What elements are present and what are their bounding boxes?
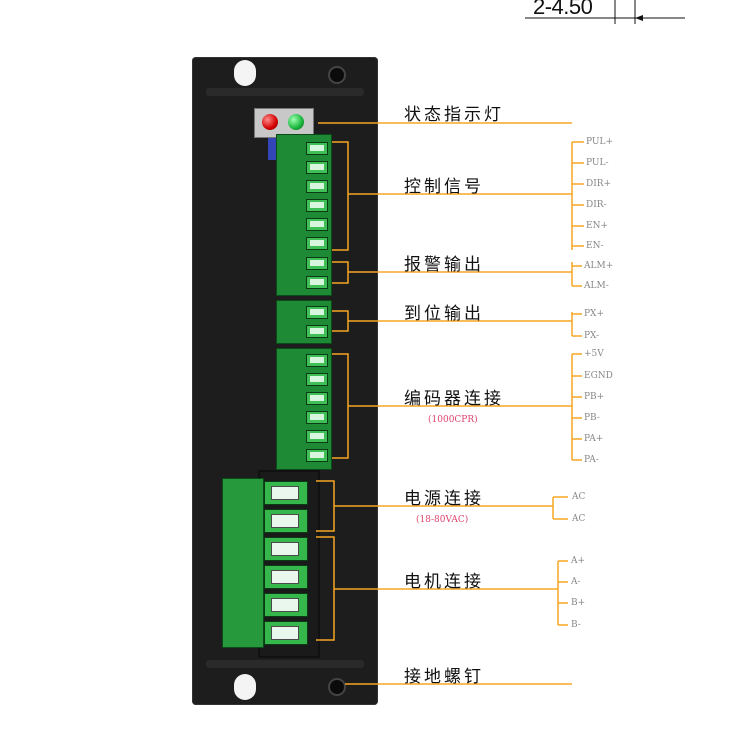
motor-terminal-pin	[264, 621, 308, 645]
signal-label: PA-	[584, 455, 599, 465]
signal-label: PX+	[584, 309, 605, 319]
top-ridge	[206, 88, 364, 96]
terminal-pin	[306, 218, 328, 231]
signal-label: PB+	[584, 392, 605, 402]
terminal-pin	[306, 161, 328, 174]
power-terminal-pin	[264, 509, 308, 533]
signal-label: PB-	[584, 413, 600, 423]
signal-label: B-	[571, 620, 581, 630]
power-voltage-range: (18-80VAC)	[416, 515, 469, 525]
terminal-pin	[306, 373, 328, 386]
motor-terminal-pin	[264, 565, 308, 589]
terminal-pin	[306, 199, 328, 212]
mount-slot-bottom	[234, 674, 256, 700]
label-control-signal: 控制信号	[404, 177, 484, 197]
mount-slot-top	[234, 60, 256, 86]
signal-label: ALM+	[584, 261, 614, 271]
terminal-pin	[306, 276, 328, 289]
terminal-pin	[306, 449, 328, 462]
label-power: 电源连接	[404, 489, 484, 509]
signal-label: DIR-	[586, 200, 607, 210]
signal-label: +5V	[584, 349, 604, 359]
ground-screw	[330, 680, 344, 694]
terminal-pin	[306, 257, 328, 270]
terminal-pin	[306, 306, 328, 319]
screw-hole-top	[330, 68, 344, 82]
encoder-resolution: (1000CPR)	[428, 415, 478, 425]
signal-label: ALM-	[584, 281, 609, 291]
terminal-pin	[306, 180, 328, 193]
label-status-led: 状态指示灯	[404, 105, 504, 125]
signal-label: EGND	[584, 371, 613, 381]
signal-label: AC	[572, 492, 586, 502]
signal-label: A-	[571, 577, 581, 587]
signal-label: PUL+	[586, 137, 613, 147]
dimension-lines	[525, 0, 685, 24]
signal-label: PA+	[584, 434, 604, 444]
signal-label: PUL-	[586, 158, 609, 168]
signal-label: A+	[571, 556, 586, 566]
label-alarm-output: 报警输出	[404, 255, 484, 275]
motor-terminal-pin	[264, 537, 308, 561]
power-terminal-pin	[264, 481, 308, 505]
dimension-annotation: 2-4.50	[525, 0, 685, 24]
terminal-pin	[306, 430, 328, 443]
signal-label: AC	[572, 514, 586, 524]
label-ground-screw: 接地螺钉	[404, 667, 484, 687]
signal-label: EN-	[586, 241, 604, 251]
signal-label: DIR+	[586, 179, 612, 189]
terminal-pin	[306, 354, 328, 367]
terminal-body	[222, 478, 264, 648]
motor-terminal-pin	[264, 593, 308, 617]
signal-label: PX-	[584, 331, 600, 341]
terminal-pin	[306, 237, 328, 250]
blue-wire	[268, 138, 276, 160]
terminal-pin	[306, 142, 328, 155]
red-led	[262, 114, 278, 130]
terminal-pin	[306, 392, 328, 405]
label-inpos-output: 到位输出	[404, 304, 484, 324]
bottom-ridge	[206, 660, 364, 668]
green-led	[288, 114, 304, 130]
terminal-pin	[306, 411, 328, 424]
dimension-text: 2-4.50	[533, 0, 593, 19]
terminal-pin	[306, 325, 328, 338]
label-encoder: 编码器连接	[404, 389, 504, 409]
label-motor: 电机连接	[404, 572, 484, 592]
signal-label: B+	[571, 598, 586, 608]
signal-label: EN+	[586, 221, 608, 231]
